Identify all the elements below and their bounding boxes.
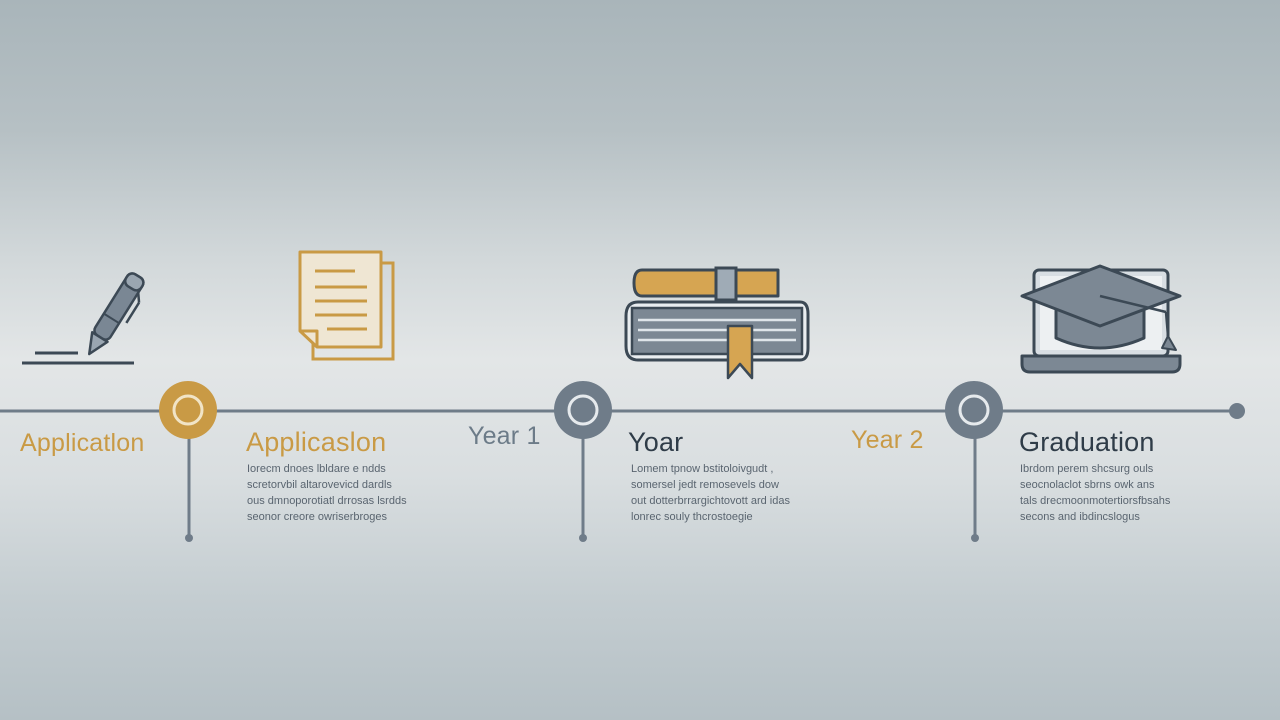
graduation-cap-laptop-icon: [1020, 264, 1182, 374]
label-graduation: Graduation: [1019, 427, 1155, 457]
description-line: Ibrdom perem shcsurg ouls: [1020, 463, 1154, 475]
drop-dot-year1: [579, 534, 587, 542]
milestone-node-graduation[interactable]: [945, 381, 1003, 439]
description-line: out dotterbrrargichtovott ard idas: [631, 495, 790, 507]
label-year2-top: Year 2: [851, 426, 924, 454]
milestone-node-year1[interactable]: [554, 381, 612, 439]
label-application-main: Applicaslon: [246, 427, 387, 457]
description-graduation: Ibrdom perem shcsurg ouls seocnolaclot s…: [1020, 461, 1170, 525]
description-year1: Lomem tpnow bstitoloivgudt , somersel je…: [631, 461, 790, 525]
description-line: seocnolaclot sbrns owk ans: [1020, 479, 1155, 491]
description-line: Iorecm dnoes lbldare e ndds: [247, 463, 386, 475]
label-year1-top: Year 1: [468, 422, 541, 450]
description-line: ous dmnoporotiatl drrosas lsrdds: [247, 495, 407, 507]
books-icon: [624, 266, 810, 380]
milestone-node-application[interactable]: [159, 381, 217, 439]
description-line: scretorvbil altarovevicd dardls: [247, 479, 392, 491]
timeline-end-dot: [1229, 403, 1245, 419]
description-line: somersel jedt remosevels dow: [631, 479, 779, 491]
label-application-left: Applicatlon: [20, 429, 145, 457]
document-icon: [298, 250, 395, 361]
description-line: lonrec souly thcrostoegie: [631, 511, 753, 523]
drop-dot-application: [185, 534, 193, 542]
drop-dot-graduation: [971, 534, 979, 542]
label-year1-main: Yoar: [628, 427, 684, 457]
description-line: secons and ibdincslogus: [1020, 511, 1140, 523]
description-line: tals drecmoonmotertiorsfbsahs: [1020, 495, 1171, 507]
pen-icon: [22, 272, 145, 365]
description-line: Lomem tpnow bstitoloivgudt ,: [631, 463, 774, 475]
description-line: seonor creore owriserbroges: [247, 511, 388, 523]
description-application: Iorecm dnoes lbldare e ndds scretorvbil …: [247, 461, 407, 525]
